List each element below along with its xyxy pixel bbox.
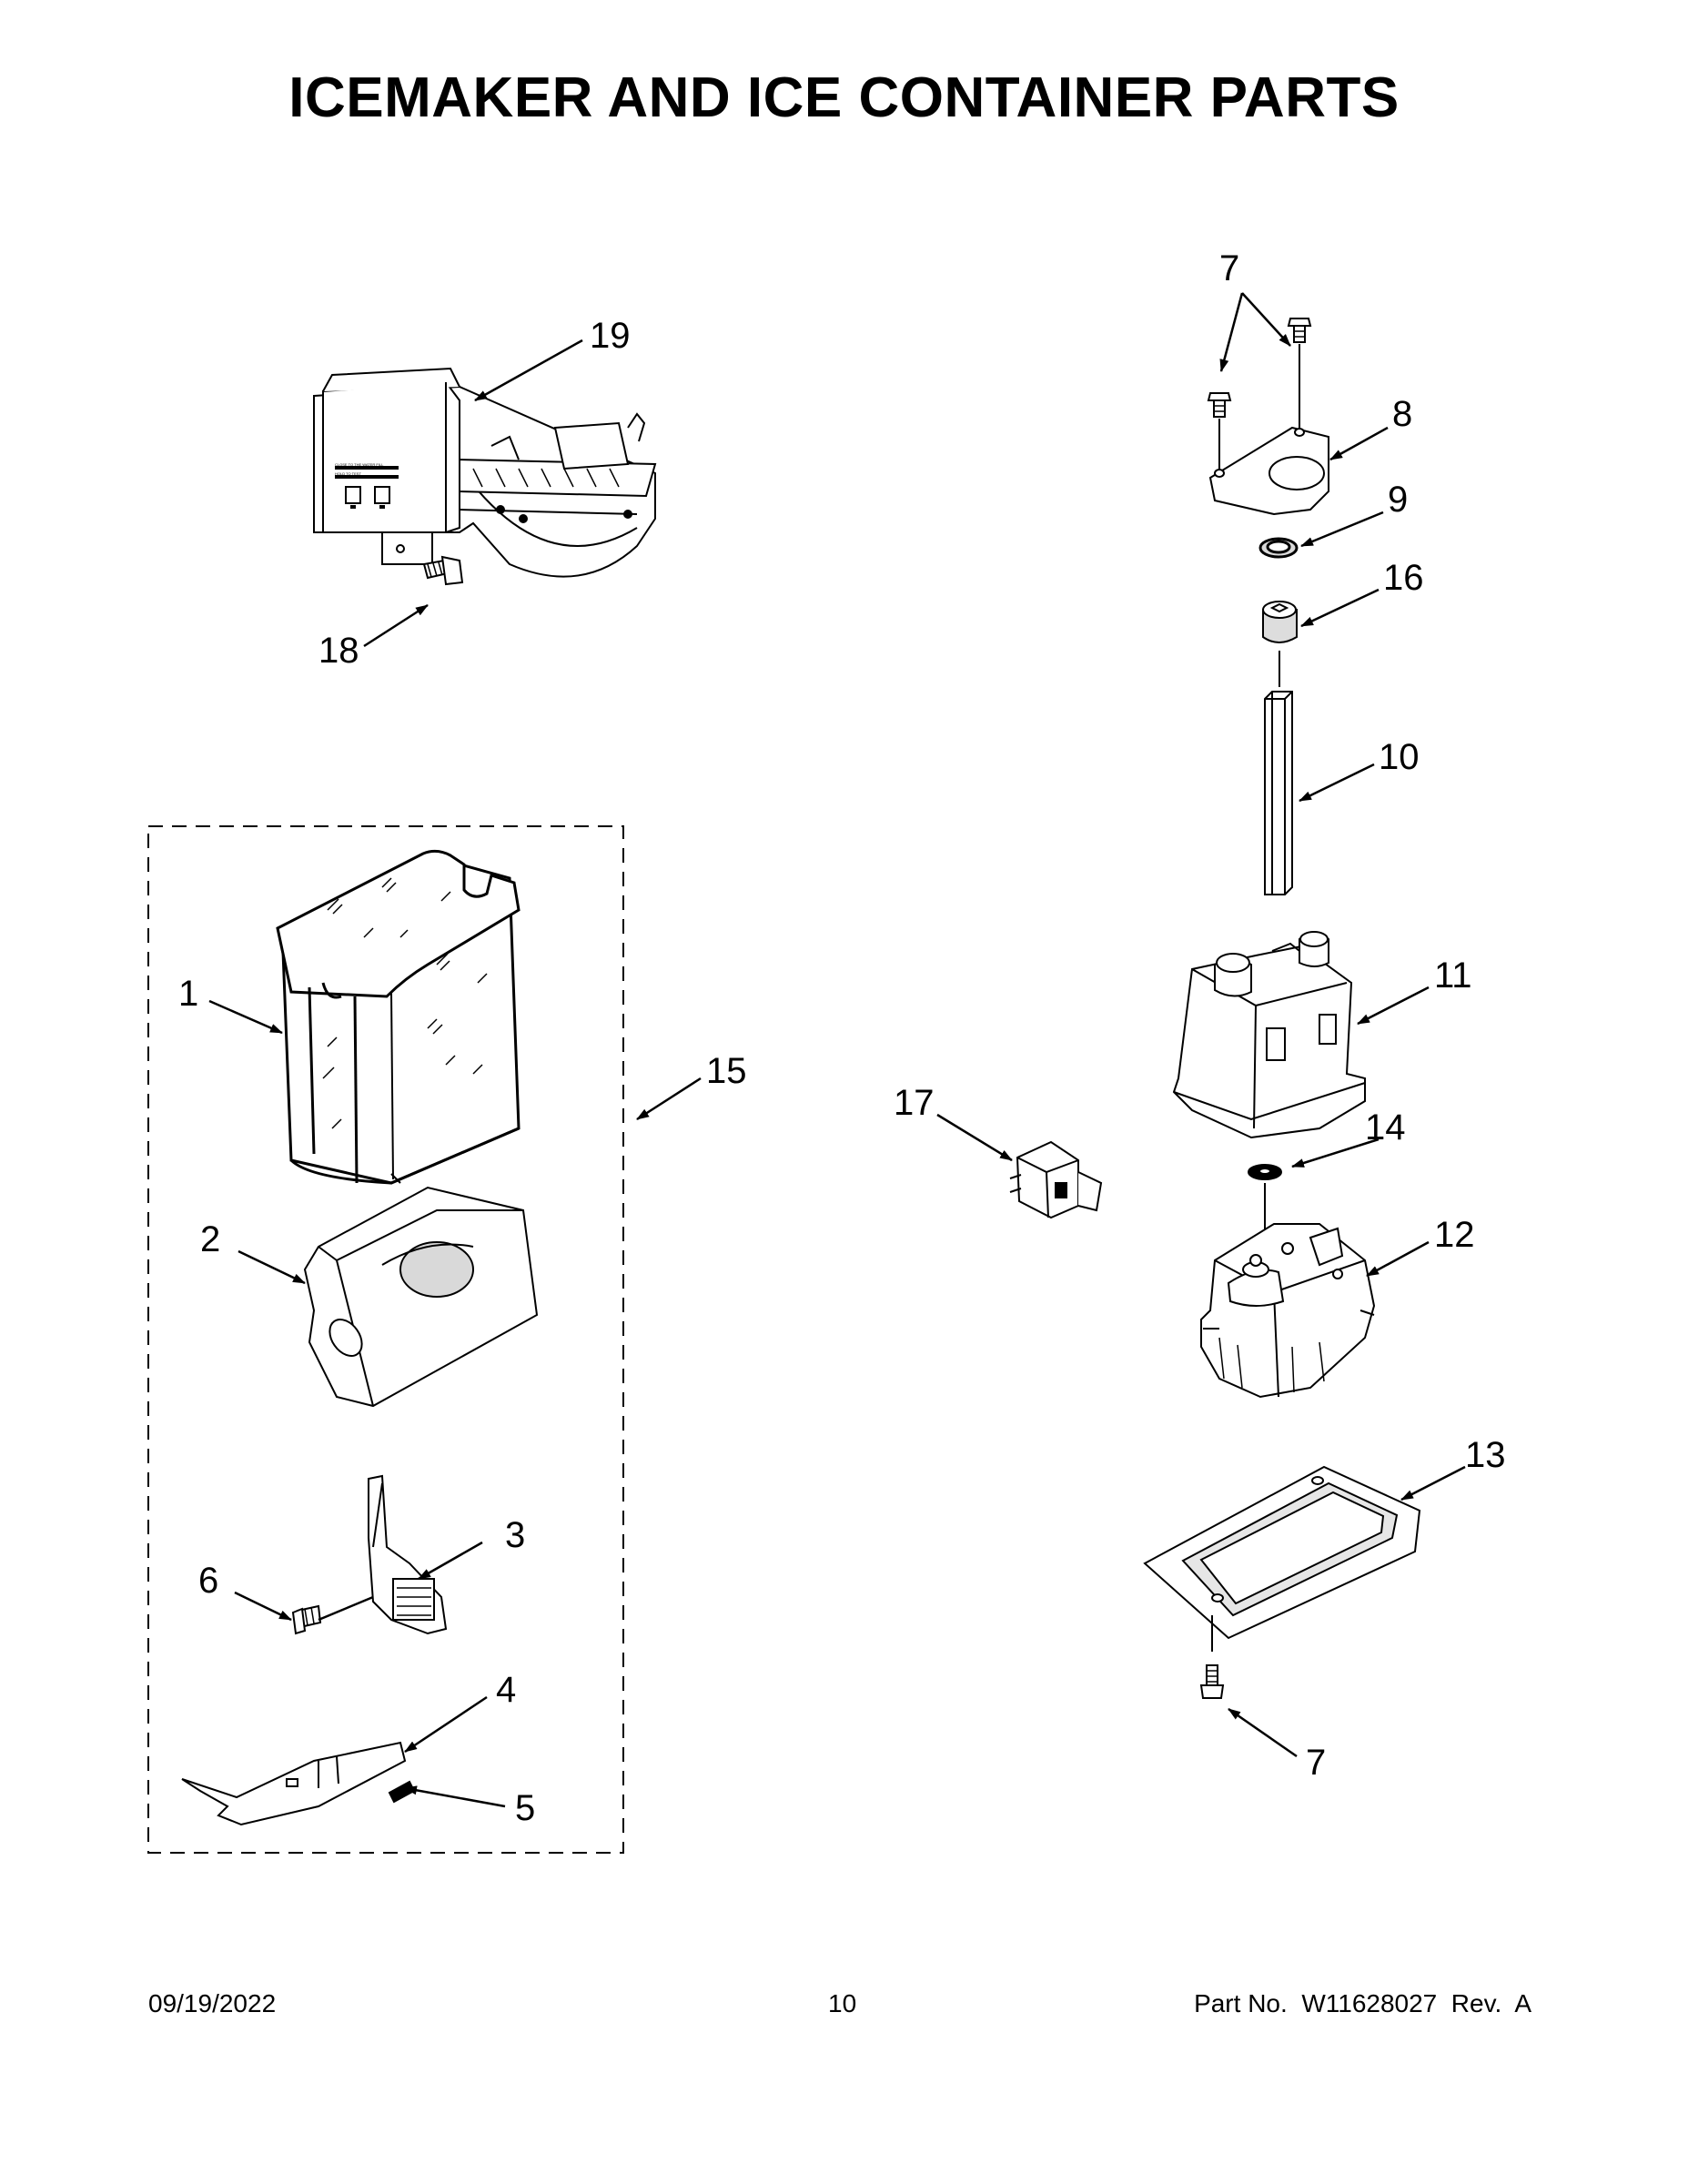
leader-lines [208,292,1466,1808]
screw-7-top-left-part[interactable] [1208,393,1230,417]
callout-13: 13 [1465,1435,1506,1475]
motor-12-part[interactable] [1201,1224,1374,1397]
icemaker-label-line1: CLOSE TO THE WATER FILL [335,462,384,467]
callout-8: 8 [1392,394,1412,434]
mounting-plate-part[interactable] [1210,428,1329,514]
callout-7-bottom: 7 [1306,1743,1326,1783]
callout-18: 18 [318,631,359,671]
callout-14: 14 [1365,1107,1406,1148]
footer-page-number: 10 [828,1989,857,2017]
spring-5-part[interactable] [389,1782,414,1802]
callout-19: 19 [590,316,631,356]
callout-2: 2 [200,1219,220,1259]
screw-7-bottom-part[interactable] [1201,1665,1223,1698]
callout-17: 17 [894,1083,935,1123]
callout-6: 6 [198,1561,218,1601]
gasket-13-part[interactable] [1145,1467,1420,1638]
icemaker-label-line2: HOLD TO TEST [335,471,361,476]
callout-3: 3 [505,1515,525,1555]
callout-11: 11 [1434,956,1472,996]
footer-date: 09/19/2022 [148,1989,277,2017]
callout-1: 1 [178,974,198,1014]
drive-shaft-part[interactable] [1265,692,1292,895]
bucket-base-part[interactable] [305,1188,537,1406]
page-title: ICEMAKER AND ICE CONTAINER PARTS [288,66,1400,129]
disc-14-part[interactable] [1248,1165,1281,1179]
ice-container-assembly-box [147,825,624,1854]
motor-cover-part[interactable] [1174,932,1365,1138]
crusher-bracket-part[interactable] [182,1743,405,1825]
callout-12: 12 [1434,1215,1475,1255]
ice-bucket-part[interactable] [278,851,519,1183]
auger-gate-part[interactable] [369,1476,446,1633]
screw-7-top-right-part[interactable] [1289,318,1310,342]
switch-17-part[interactable] [1010,1142,1101,1218]
screw-18-part[interactable] [424,557,462,584]
callout-15: 15 [706,1051,747,1091]
callout-10: 10 [1379,737,1420,777]
screw-6-part[interactable] [293,1606,320,1633]
footer-part-number: Part No. W11628027 Rev. A [1194,1989,1531,2017]
callout-16: 16 [1383,558,1424,598]
callout-9: 9 [1388,480,1408,520]
bushing-16-part[interactable] [1263,602,1297,642]
callout-4: 4 [496,1670,516,1710]
washer-9-part[interactable] [1260,539,1297,557]
icemaker-assembly-part[interactable] [314,369,655,577]
callout-5: 5 [515,1788,535,1828]
callout-7-top: 7 [1219,248,1239,288]
